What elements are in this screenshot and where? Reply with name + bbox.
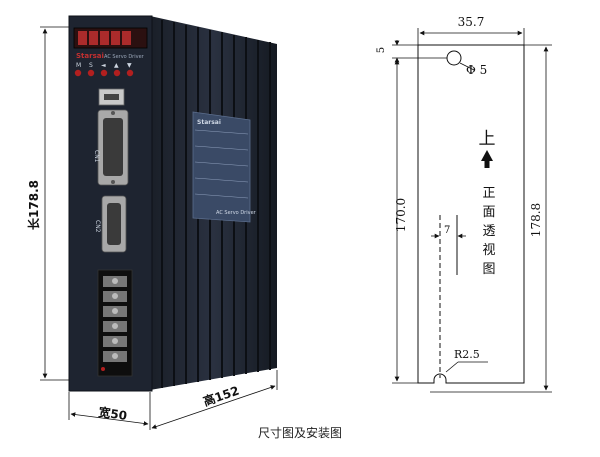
svg-text:图: 图 (482, 262, 495, 277)
width-dimension-label: 35.7 (458, 15, 485, 29)
display-caption: AC Servo Driver (104, 54, 145, 60)
front-view-label: 正 面 透 视 图 (482, 186, 495, 277)
photo-height-label: 长178.8 (26, 180, 41, 230)
terminal-block (97, 269, 133, 377)
button-m (74, 69, 82, 77)
side-brand: Starsai (197, 119, 221, 126)
button-label-m: M (76, 62, 81, 69)
side-caption: AC Servo Driver (216, 210, 257, 216)
plate-outline (417, 44, 525, 384)
cn1-label: CN1 (93, 150, 100, 163)
button-label-left: ◄ (101, 62, 106, 69)
brand-logo: Starsai (76, 52, 104, 60)
drawing-dimensions (392, 28, 552, 393)
button-label-down: ▼ (127, 62, 132, 69)
total-height-label: 178.8 (529, 203, 543, 237)
up-label: 上 (479, 129, 496, 149)
button-label-s: S (89, 62, 93, 69)
led-digits (78, 31, 131, 45)
svg-text:正: 正 (482, 186, 495, 201)
top-mount-hole (446, 50, 462, 66)
mounting-drawing (417, 44, 525, 384)
cn2-connector (101, 195, 127, 253)
up-arrow-icon (481, 150, 493, 161)
button-up (113, 69, 121, 77)
cn1-connector (97, 109, 129, 186)
svg-text:透: 透 (482, 224, 495, 239)
keypad: M S ◄ ▲ ▼ (74, 62, 134, 77)
hole-diameter-label: Φ 5 (466, 63, 487, 77)
button-left (100, 69, 108, 77)
photo-dimension-lines (40, 26, 278, 430)
cn2-label: CN2 (94, 220, 101, 233)
figure-caption: 尺寸图及安装图 (257, 426, 342, 440)
slot-offset-label: 7 (444, 225, 450, 236)
svg-text:面: 面 (482, 205, 495, 220)
photo-width-label: 宽50 (97, 404, 129, 423)
radius-label: R2.5 (454, 348, 480, 361)
photo-depth-label: 高152 (201, 383, 241, 409)
servo-drive-photo: Starsai AC Servo Driver Starsai AC Servo… (26, 15, 278, 430)
hole-spacing-label: 170.0 (394, 198, 408, 232)
side-label: Starsai AC Servo Driver (192, 111, 257, 223)
top-offset-label: 5 (376, 47, 387, 53)
svg-text:视: 视 (482, 243, 495, 258)
button-down (126, 69, 134, 77)
button-s (87, 69, 95, 77)
button-label-up: ▲ (114, 62, 119, 69)
